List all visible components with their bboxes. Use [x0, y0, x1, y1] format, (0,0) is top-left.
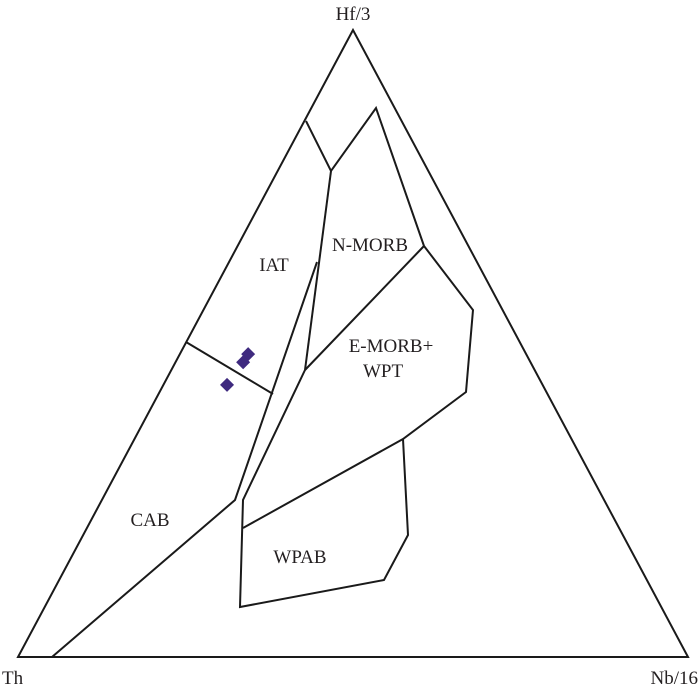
- field-label-wpab: WPAB: [273, 547, 326, 568]
- field-boundaries: [51, 105, 475, 658]
- boundary-line: [51, 261, 318, 658]
- boundary-line: [185, 341, 274, 395]
- field-label-wpt: WPT: [363, 361, 404, 382]
- boundary-line: [304, 170, 332, 371]
- boundary-line: [304, 245, 425, 371]
- field-label-e-morb: E-MORB+: [349, 336, 434, 357]
- triangle-frame: [16, 27, 690, 658]
- apex-label-top: Hf/3: [336, 4, 371, 25]
- boundary-line: [238, 369, 410, 609]
- field-label-iat: IAT: [259, 255, 289, 276]
- field-label-n-morb: N-MORB: [332, 235, 408, 256]
- boundary-line: [242, 245, 475, 529]
- data-point-diamond: [220, 377, 235, 392]
- apex-label-right: Nb/16: [651, 668, 699, 689]
- data-points: [220, 347, 256, 392]
- data-point-diamond: [236, 355, 251, 370]
- boundary-line: [305, 105, 425, 247]
- apex-label-left: Th: [2, 668, 24, 689]
- field-label-cab: CAB: [130, 510, 169, 531]
